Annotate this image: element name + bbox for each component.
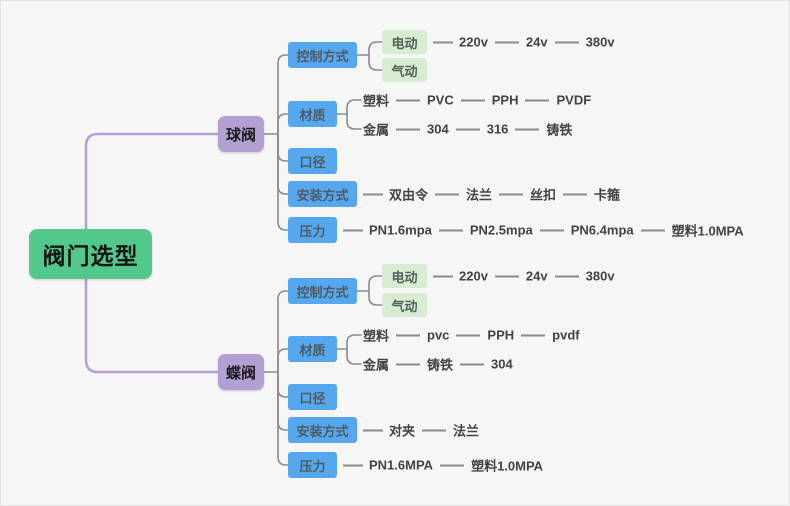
- node-bf-304[interactable]: 304: [491, 356, 513, 372]
- ball-plastic-row: 塑料 PVC PPH PVDF: [363, 91, 591, 110]
- node-bf-plastic-10mpa[interactable]: 塑料1.0MPA: [471, 458, 544, 474]
- node-bf-pph[interactable]: PPH: [487, 327, 515, 343]
- node-ball-pvc[interactable]: PVC: [427, 92, 454, 108]
- connector-segment: [422, 429, 447, 431]
- node-bf-installation[interactable]: 安装方式: [288, 417, 357, 443]
- bf-metal-row: 金属 铸铁 304: [363, 355, 513, 374]
- node-bf-control-method[interactable]: 控制方式: [288, 278, 357, 304]
- node-ball-electric[interactable]: 电动: [382, 30, 427, 54]
- node-bf-diameter[interactable]: 口径: [288, 384, 337, 410]
- node-ball-pneumatic[interactable]: 气动: [382, 58, 427, 82]
- node-butterfly-valve[interactable]: 蝶阀: [218, 354, 264, 390]
- node-ball-plastic[interactable]: 塑料: [363, 93, 390, 109]
- node-bf-220v[interactable]: 220v: [459, 268, 488, 284]
- connector-segment: [554, 275, 579, 277]
- ball-voltage-row: 220v 24v 380v: [427, 35, 615, 50]
- connector-segment: [640, 229, 665, 231]
- node-ball-304[interactable]: 304: [427, 121, 449, 137]
- node-ball-24v[interactable]: 24v: [525, 34, 548, 50]
- connector-segment: [363, 429, 383, 431]
- ball-pressure-row: PN1.6mpa PN2.5mpa PN6.4mpa 塑料1.0MPA: [337, 221, 744, 240]
- node-ball-pn16[interactable]: PN1.6mpa: [369, 222, 432, 238]
- connector-segment: [494, 41, 519, 43]
- node-ball-clamp[interactable]: 卡箍: [594, 187, 621, 203]
- node-ball-material[interactable]: 材质: [288, 101, 337, 127]
- bf-installation-row: 对夹 法兰: [357, 421, 479, 440]
- node-bf-wafer[interactable]: 对夹: [389, 423, 416, 439]
- connector-segment: [521, 334, 546, 336]
- node-ball-double-union[interactable]: 双由令: [389, 187, 429, 203]
- node-bf-material[interactable]: 材质: [288, 336, 337, 362]
- node-bf-380v[interactable]: 380v: [585, 268, 615, 284]
- connector-segment: [363, 193, 383, 195]
- node-ball-pressure[interactable]: 压力: [288, 217, 337, 243]
- node-ball-380v[interactable]: 380v: [585, 34, 615, 50]
- connector-segment: [494, 275, 519, 277]
- connector-segment: [456, 334, 481, 336]
- node-valve-selection-root[interactable]: 阀门选型: [29, 229, 152, 279]
- connector-segment: [525, 99, 550, 101]
- connector-segment: [396, 363, 421, 365]
- node-ball-installation[interactable]: 安装方式: [288, 181, 357, 207]
- connector-segment: [343, 464, 363, 466]
- node-bf-pn16[interactable]: PN1.6MPA: [369, 457, 434, 473]
- node-ball-pvdf[interactable]: PVDF: [556, 92, 592, 108]
- bf-plastic-row: 塑料 pvc PPH pvdf: [363, 326, 580, 345]
- node-bf-plastic[interactable]: 塑料: [363, 328, 390, 344]
- node-ball-plastic-10mpa[interactable]: 塑料1.0MPA: [671, 223, 744, 239]
- connector-segment: [396, 334, 421, 336]
- ball-installation-row: 双由令 法兰 丝扣 卡箍: [357, 185, 620, 204]
- ball-metal-row: 金属 304 316 铸铁: [363, 120, 572, 139]
- connector-segment: [515, 128, 540, 130]
- node-bf-flange[interactable]: 法兰: [453, 423, 480, 439]
- connector-segment: [455, 128, 480, 130]
- bf-pressure-row: PN1.6MPA 塑料1.0MPA: [337, 456, 543, 475]
- connector-segment: [438, 229, 463, 231]
- node-bf-cast-iron[interactable]: 铸铁: [427, 357, 454, 373]
- connector-segment: [396, 128, 421, 130]
- connector-segment: [433, 41, 453, 43]
- connector-segment: [539, 229, 564, 231]
- connector-segment: [499, 193, 524, 195]
- node-ball-thread[interactable]: 丝扣: [530, 187, 557, 203]
- node-ball-pn64[interactable]: PN6.4mpa: [570, 222, 634, 238]
- node-ball-cast-iron[interactable]: 铸铁: [546, 122, 573, 138]
- node-ball-control-method[interactable]: 控制方式: [288, 42, 357, 68]
- node-ball-valve[interactable]: 球阀: [218, 116, 264, 152]
- node-ball-metal[interactable]: 金属: [363, 122, 390, 138]
- node-ball-pn25[interactable]: PN2.5mpa: [469, 222, 533, 238]
- node-ball-220v[interactable]: 220v: [459, 34, 488, 50]
- connector-segment: [433, 275, 453, 277]
- connector-segment: [440, 464, 465, 466]
- node-bf-pvc[interactable]: pvc: [427, 327, 450, 343]
- node-bf-pressure[interactable]: 压力: [288, 452, 337, 478]
- node-bf-electric[interactable]: 电动: [382, 264, 427, 288]
- node-bf-24v[interactable]: 24v: [525, 268, 548, 284]
- bf-voltage-row: 220v 24v 380v: [427, 269, 615, 284]
- connector-segment: [460, 363, 485, 365]
- node-bf-metal[interactable]: 金属: [363, 357, 390, 373]
- connector-segment: [554, 41, 579, 43]
- connector-segment: [563, 193, 588, 195]
- node-ball-diameter[interactable]: 口径: [288, 148, 337, 174]
- connector-segment: [460, 99, 485, 101]
- node-bf-pneumatic[interactable]: 气动: [382, 293, 427, 317]
- connector-segment: [343, 229, 363, 231]
- node-ball-flange[interactable]: 法兰: [466, 187, 493, 203]
- node-bf-pvdf[interactable]: pvdf: [552, 327, 580, 343]
- node-ball-pph[interactable]: PPH: [491, 92, 519, 108]
- node-ball-316[interactable]: 316: [486, 121, 509, 137]
- connector-segment: [435, 193, 460, 195]
- connector-segment: [396, 99, 421, 101]
